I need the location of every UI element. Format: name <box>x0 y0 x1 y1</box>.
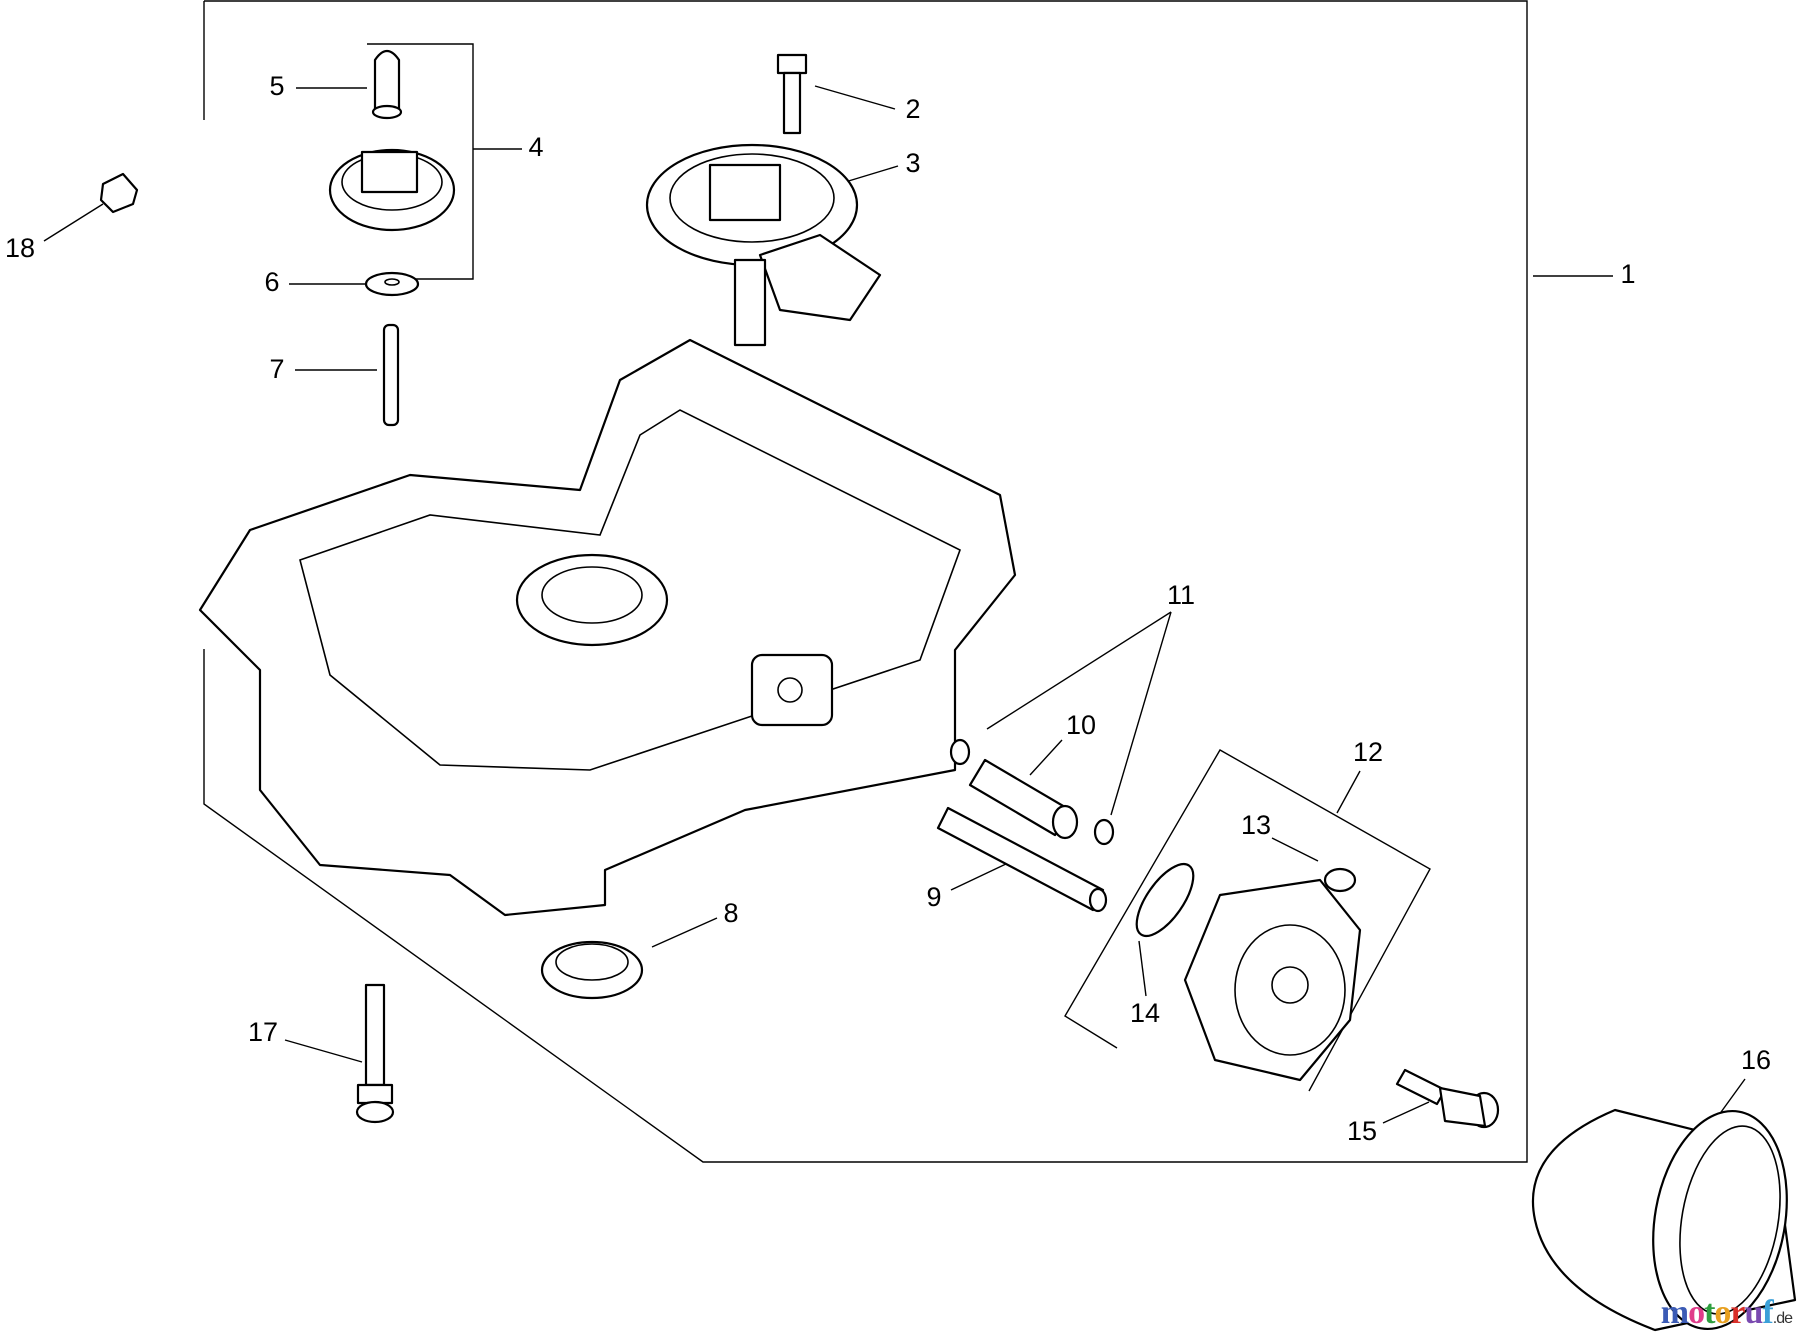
part-6-washer <box>364 271 420 297</box>
watermark-letter: f <box>1762 1294 1773 1331</box>
part-11-o-rings <box>949 738 1115 846</box>
callout-7: 7 <box>269 354 284 384</box>
watermark-suffix: .de <box>1772 1310 1793 1327</box>
part-14-o-ring <box>1135 862 1195 938</box>
watermark-letter: o <box>1688 1294 1705 1331</box>
callout-10: 10 <box>1066 710 1096 740</box>
part-10-pipe <box>968 758 1079 840</box>
watermark-letter: m <box>1660 1294 1689 1331</box>
watermark-letter: o <box>1714 1294 1731 1331</box>
callout-11: 11 <box>1167 580 1195 610</box>
watermark-letter: r <box>1730 1294 1745 1331</box>
part-15-bolt <box>1395 1068 1500 1129</box>
callout-3: 3 <box>905 148 920 178</box>
watermark-logo: motoruf.de <box>1660 1294 1793 1332</box>
assembly-frame <box>203 0 1528 1163</box>
callout-16: 16 <box>1741 1045 1771 1075</box>
callout-18: 18 <box>5 233 35 263</box>
watermark-text: motoruf <box>1660 1294 1774 1331</box>
part-8-seal <box>540 940 644 1000</box>
callout-5: 5 <box>269 71 284 101</box>
callout-6: 6 <box>264 267 279 297</box>
callout-8: 8 <box>723 898 738 928</box>
callout-17: 17 <box>248 1017 278 1047</box>
callout-14: 14 <box>1130 998 1160 1028</box>
leader-lines <box>43 85 1746 1124</box>
part-12-oil-pump-cover <box>1183 878 1362 1082</box>
callout-2: 2 <box>905 94 920 124</box>
part-9-pipe <box>936 806 1108 913</box>
part-2-bolt <box>776 53 808 135</box>
callout-9: 9 <box>926 882 941 912</box>
callout-1: 1 <box>1620 259 1635 289</box>
part-5-pin <box>371 49 403 120</box>
bracket-4 <box>367 43 474 280</box>
bracket-12 <box>1064 749 1431 1092</box>
part-17-bolt <box>355 983 395 1124</box>
part-3-oil-pump-gear <box>645 143 882 347</box>
callout-12: 12 <box>1353 737 1383 767</box>
part-1-crankcase-cover <box>198 338 1017 917</box>
part-4-gear <box>328 148 456 232</box>
callout-labels: 1 2 3 4 5 6 7 8 9 10 11 12 13 14 15 16 1… <box>5 71 1771 1146</box>
part-7-shaft <box>382 323 400 427</box>
part-16-oil-filter <box>1531 1108 1797 1332</box>
callout-15: 15 <box>1347 1116 1377 1146</box>
part-18-plug <box>99 172 139 214</box>
callout-4: 4 <box>528 132 543 162</box>
watermark-letter: t <box>1704 1294 1715 1331</box>
part-13-plug <box>1323 867 1357 893</box>
watermark-letter: u <box>1744 1294 1764 1331</box>
callout-13: 13 <box>1241 810 1271 840</box>
